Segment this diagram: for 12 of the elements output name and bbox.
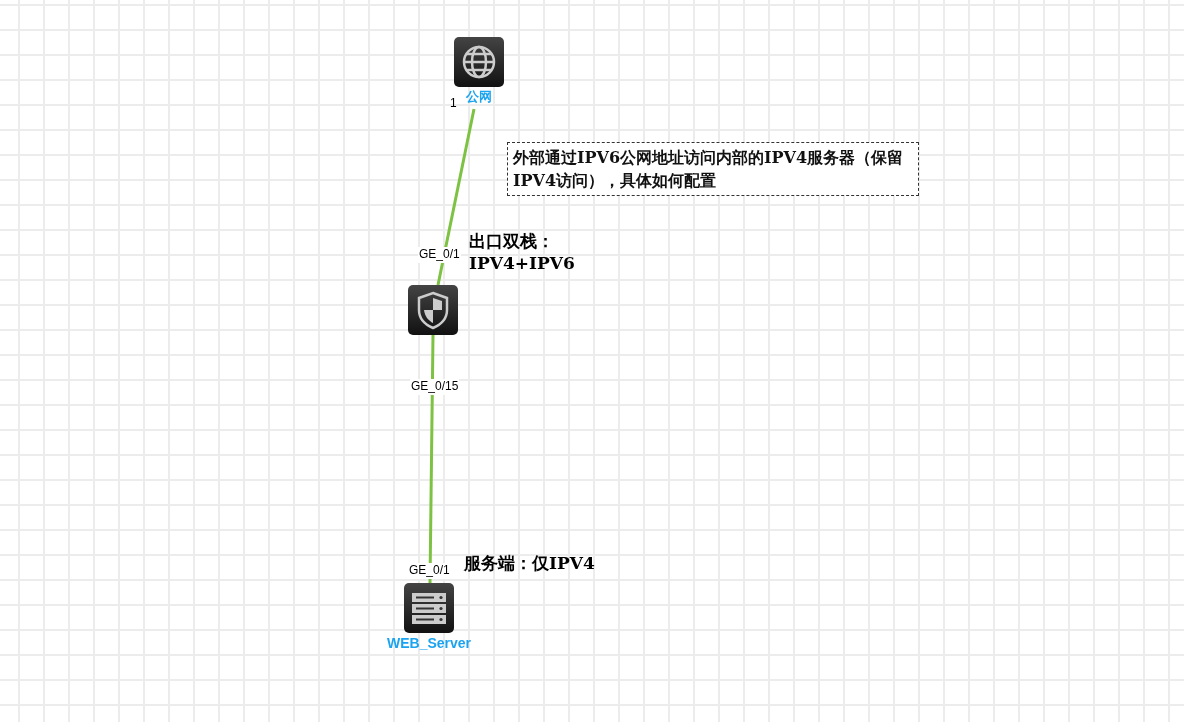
network-link — [428, 334, 435, 584]
port-label: GE_0/1 — [408, 563, 451, 579]
port-label: 1 — [450, 96, 457, 112]
annotation-text: 服务端：仅IPV4 — [464, 552, 595, 575]
network-link — [436, 108, 476, 286]
port-label: GE_0/1 — [418, 247, 461, 263]
port-label: GE_0/15 — [410, 379, 460, 395]
firewall-icon — [408, 285, 458, 335]
device-name: 公网 — [466, 89, 492, 105]
annotation-text: 出口双栈： IPV4+IPV6 — [469, 230, 576, 275]
device-name: WEB_Server — [386, 635, 471, 652]
note-box: 外部通过IPV6公网地址访问内部的IPV4服务器（保留IPV4访问），具体如何配置 — [507, 142, 919, 197]
